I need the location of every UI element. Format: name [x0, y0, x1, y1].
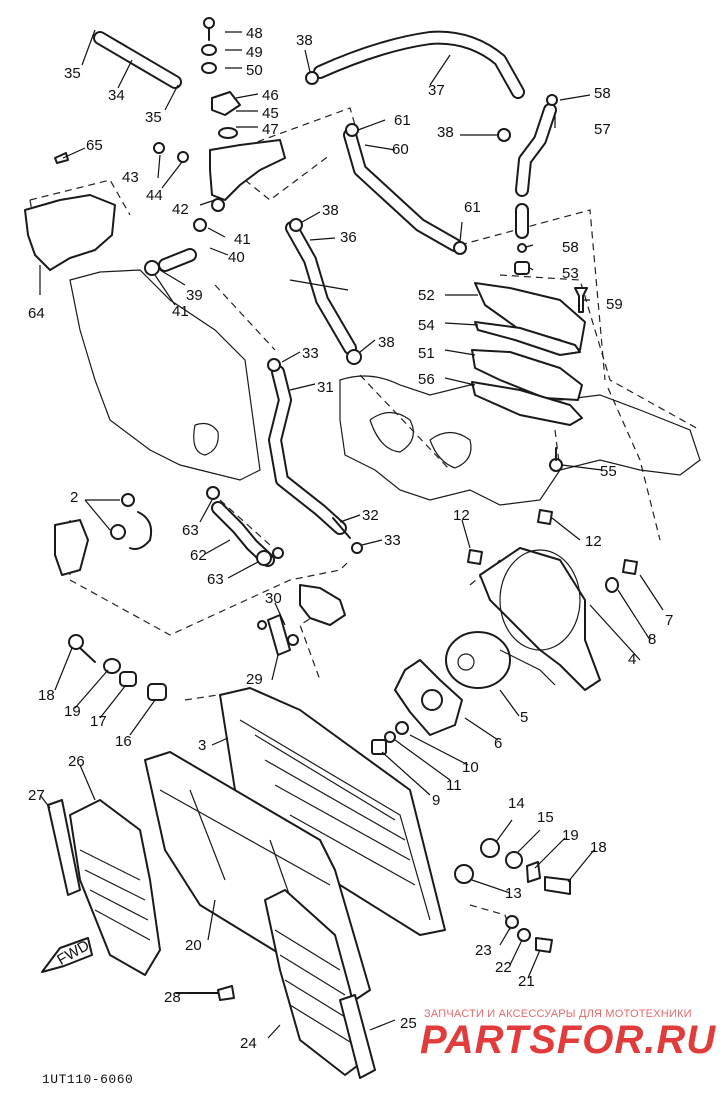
callout-48: 48	[246, 25, 263, 42]
callout-26: 26	[68, 753, 85, 770]
callout-33b: 33	[384, 532, 401, 549]
callout-49: 49	[246, 44, 263, 61]
callout-50: 50	[246, 62, 263, 79]
callout-31: 31	[317, 379, 334, 396]
callout-38c: 38	[322, 202, 339, 219]
watermark-logo: PARTSFOR.RU	[420, 1018, 717, 1062]
callout-40: 40	[228, 249, 245, 266]
callout-45: 45	[262, 105, 279, 122]
callout-27: 27	[28, 787, 45, 804]
callout-59: 59	[606, 296, 623, 313]
callout-18b: 18	[590, 839, 607, 856]
callout-65: 65	[86, 137, 103, 154]
callout-13: 13	[505, 885, 522, 902]
callout-35b: 35	[145, 109, 162, 126]
callout-53: 53	[562, 265, 579, 282]
callout-19a: 19	[64, 703, 81, 720]
side-covers: FWD	[41, 799, 376, 1079]
callout-52: 52	[418, 287, 435, 304]
callout-54: 54	[418, 317, 435, 334]
callout-32: 32	[362, 507, 379, 524]
callout-33a: 33	[302, 345, 319, 362]
callout-12b: 12	[585, 533, 602, 550]
callout-38a: 38	[296, 32, 313, 49]
callout-38d: 38	[378, 334, 395, 351]
callout-64: 64	[28, 305, 45, 322]
callout-60: 60	[392, 141, 409, 158]
callout-14: 14	[508, 795, 525, 812]
callout-22: 22	[495, 959, 512, 976]
callout-9: 9	[432, 792, 440, 809]
callout-58a: 58	[594, 85, 611, 102]
callout-30: 30	[265, 590, 282, 607]
callout-41b: 41	[172, 303, 189, 320]
fan-assembly	[371, 547, 601, 755]
callout-19b: 19	[562, 827, 579, 844]
callout-23: 23	[475, 942, 492, 959]
callout-16: 16	[115, 733, 132, 750]
callout-25: 25	[400, 1015, 417, 1032]
callout-61a: 61	[394, 112, 411, 129]
callout-38b: 38	[437, 124, 454, 141]
radiator	[144, 687, 571, 1001]
callout-20: 20	[185, 937, 202, 954]
callout-62: 62	[190, 547, 207, 564]
callout-63a: 63	[182, 522, 199, 539]
callout-6: 6	[494, 735, 502, 752]
callout-18a: 18	[38, 687, 55, 704]
callout-36: 36	[340, 229, 357, 246]
callout-56: 56	[418, 371, 435, 388]
callout-37: 37	[428, 82, 445, 99]
callout-41a: 41	[234, 231, 251, 248]
callout-28: 28	[164, 989, 181, 1006]
callout-12a: 12	[453, 507, 470, 524]
callout-39: 39	[186, 287, 203, 304]
callout-4: 4	[628, 651, 636, 668]
callout-21: 21	[518, 973, 535, 990]
callout-11: 11	[446, 777, 462, 794]
callout-46: 46	[262, 87, 279, 104]
callout-63b: 63	[207, 571, 224, 588]
callout-3: 3	[198, 737, 206, 754]
callout-10: 10	[462, 759, 479, 776]
drawing-code: 1UT110-6060	[42, 1072, 134, 1087]
callout-17: 17	[90, 713, 107, 730]
callout-42: 42	[172, 201, 189, 218]
watermark-tagline: ЗАПЧАСТИ И АКСЕССУАРЫ ДЛЯ МОТОТЕХНИКИ	[424, 1008, 692, 1020]
callout-24: 24	[240, 1035, 257, 1052]
callout-15: 15	[537, 809, 554, 826]
callout-47: 47	[262, 121, 279, 138]
callout-2: 2	[70, 489, 78, 506]
callout-61b: 61	[464, 199, 481, 216]
callout-34: 34	[108, 87, 125, 104]
callout-51: 51	[418, 345, 435, 362]
callout-7: 7	[665, 612, 673, 629]
callout-29: 29	[246, 671, 263, 688]
callout-44: 44	[146, 187, 163, 204]
callout-57: 57	[594, 121, 611, 138]
fwd-arrow: FWD	[41, 937, 93, 973]
leader-lines	[39, 29, 664, 1039]
callout-8: 8	[648, 631, 656, 648]
callout-43: 43	[122, 169, 139, 186]
callout-55: 55	[600, 463, 617, 480]
hoses	[93, 30, 557, 567]
callout-5: 5	[520, 709, 528, 726]
callout-35a: 35	[64, 65, 81, 82]
callout-58b: 58	[562, 239, 579, 256]
callout-numbers: 2 3 4 5 6 7 8 9 10 11 12 12 13 14 15 16 …	[28, 25, 673, 1052]
small-parts	[24, 17, 638, 701]
